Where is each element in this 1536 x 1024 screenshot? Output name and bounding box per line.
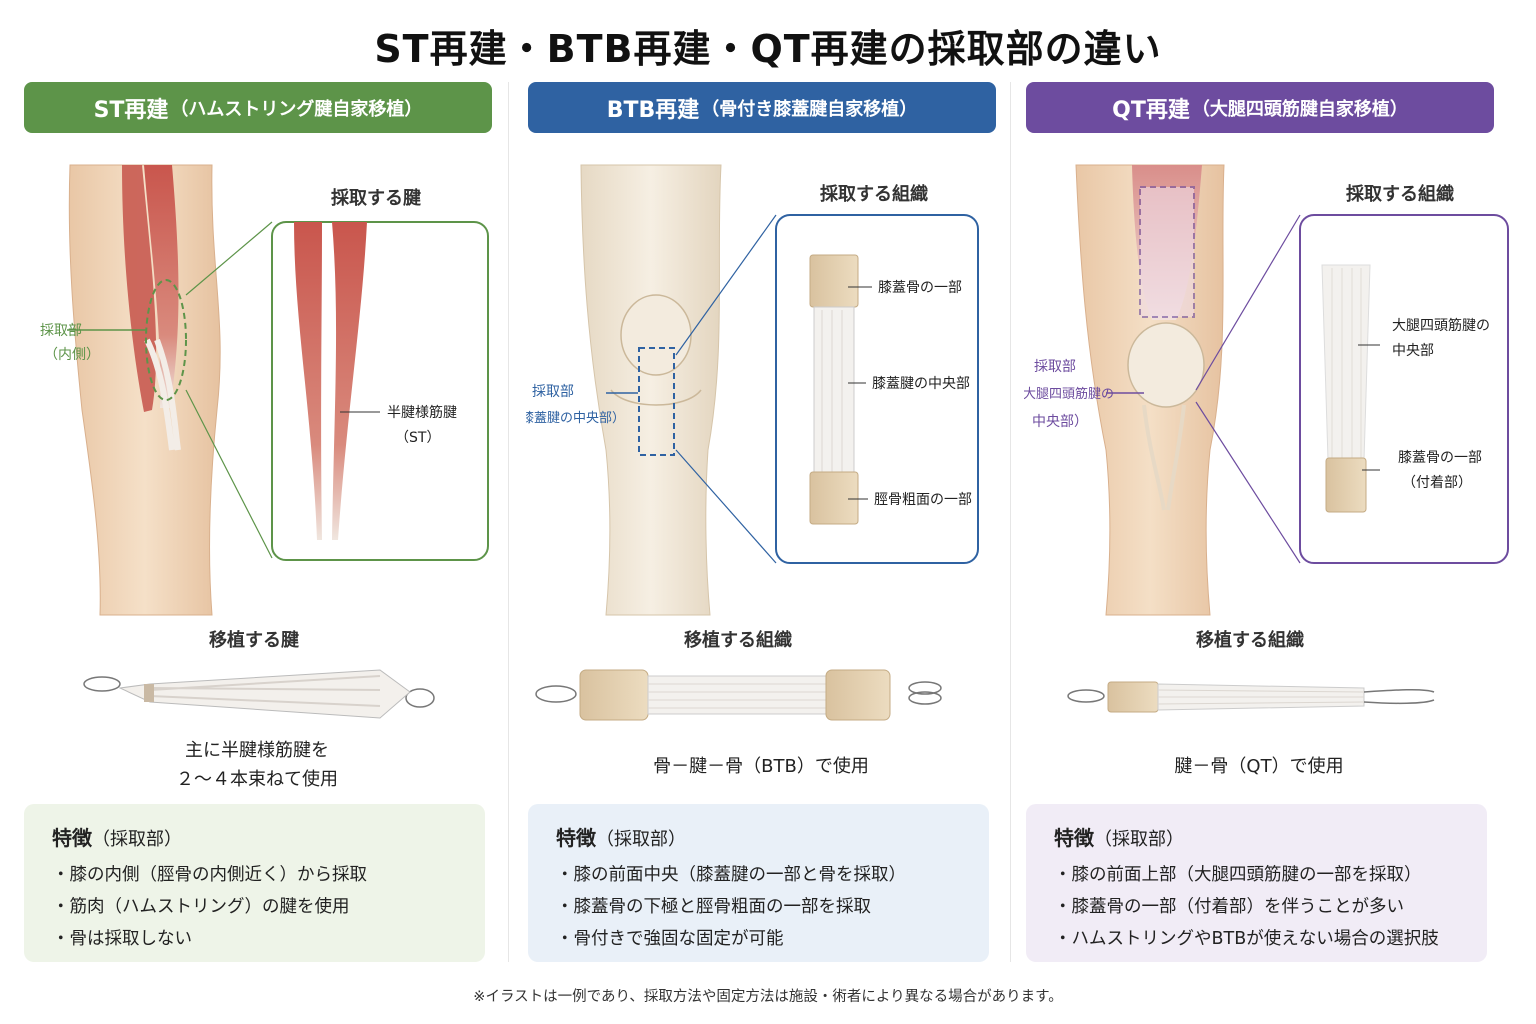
page-title: ST再建・BTB再建・QT再建の採取部の違い [374,27,1162,71]
btb-inset-label-patella: 膝蓋骨の一部 [878,280,962,296]
st-harvest-site-label: 採取部 （内側） [40,323,100,363]
btb-feature-item: ・骨付きで強固な固定が可能 [556,929,784,949]
btb-inset-label-tendon: 膝蓋腱の中央部 [872,376,970,392]
qt-features-box: 特徴（採取部） ・膝の前面上部（大腿四頭筋腱の一部を採取） ・膝蓋骨の一部（付着… [1026,804,1487,962]
st-graft-caption: 主に半腱様筋腱を ２〜４本束ねて使用 [27,736,487,794]
btb-header-subtitle: （骨付き膝蓋腱自家移植） [701,98,918,120]
qt-inset-label-attach: （付着部） [1402,475,1472,491]
btb-feature-item: ・膝蓋骨の下極と脛骨粗面の一部を採取 [556,897,871,917]
st-header-title: ST再建 [93,97,169,123]
btb-site-label-line1: 採取部 [532,384,574,400]
qt-feature-item: ・ハムストリングやBTBが使えない場合の選択肢 [1054,929,1439,949]
st-features-title: 特徴（採取部） [52,826,182,850]
btb-harvest-site-label: 採取部 （膝蓋腱の中央部） [526,384,625,426]
st-feature-item: ・骨は採取しない [52,929,192,949]
qt-graft-caption: 腱－骨（QT）で使用 [1029,752,1489,781]
btb-inset-label-tibia: 脛骨粗面の一部 [874,492,972,508]
st-feature-item: ・筋肉（ハムストリング）の腱を使用 [52,897,350,917]
qt-features-title: 特徴（採取部） [1054,826,1184,850]
column-divider [508,82,509,962]
st-caption-line2: ２〜４本束ねて使用 [176,769,338,790]
qt-column: QT再建 （大腿四頭筋腱自家移植） 採取部 （大腿四頭筋腱の 中央部） 大腿四頭… [1024,0,1514,1024]
qt-feature-item: ・膝の前面上部（大腿四頭筋腱の一部を採取） [1054,865,1422,885]
btb-site-label-line2: （膝蓋腱の中央部） [526,411,625,426]
qt-inset-label-patella: 膝蓋骨の一部 [1398,450,1482,466]
btb-feature-item: ・膝の前面中央（膝蓋腱の一部と骨を採取） [556,865,906,885]
st-site-label-line1: 採取部 [40,323,82,339]
btb-column: BTB再建 （骨付き膝蓋腱自家移植） 採取部 （膝蓋腱の中央部） 膝蓋骨の一部 … [526,0,1016,1024]
btb-knee-illustration: 採取部 （膝蓋腱の中央部） 膝蓋骨の一部 膝蓋腱の中央部 脛骨粗面の一部 [526,164,979,616]
btb-graft-title: 移植する組織 [684,630,792,651]
btb-inset-title: 採取する組織 [820,184,928,205]
qt-caption-line1: 腱－骨（QT）で使用 [1174,756,1344,777]
st-graft-title: 移植する腱 [209,630,299,651]
st-header: ST再建 （ハムストリング腱自家移植） [24,82,492,133]
btb-graft-illustration [535,669,942,721]
st-site-label-line2: （内側） [44,347,100,363]
btb-graft-caption: 骨－腱－骨（BTB）で使用 [531,752,991,781]
st-header-subtitle: （ハムストリング腱自家移植） [170,98,423,120]
qt-knee-illustration: 採取部 （大腿四頭筋腱の 中央部） 大腿四頭筋腱の 中央部 膝蓋骨の一部 （付着… [1024,164,1509,616]
qt-header-title: QT再建 [1112,97,1190,123]
qt-site-label-line1: 採取部 [1034,359,1076,375]
st-knee-illustration: 採取部 （内側） 半腱様筋腱 （ST） [40,164,489,616]
qt-inset-title: 採取する組織 [1346,184,1454,205]
footnote: ※イラストは一例であり、採取方法や固定方法は施設・術者により異なる場合があります… [473,989,1063,1005]
qt-site-label-line3: 中央部） [1032,414,1088,430]
st-column: ST再建 （ハムストリング腱自家移植） 採取部 （内側） 半腱様筋腱 （ST） … [22,0,512,1024]
st-inset-label-st: 半腱様筋腱 [387,404,457,421]
st-feature-item: ・膝の内側（脛骨の内側近く）から採取 [52,865,367,885]
column-divider [1010,82,1011,962]
st-inset-title: 採取する腱 [331,188,421,209]
st-inset-frame [271,221,489,561]
qt-graft-illustration [1067,681,1435,713]
btb-features-title: 特徴（採取部） [556,826,686,850]
st-graft-illustration [83,669,435,719]
qt-header: QT再建 （大腿四頭筋腱自家移植） [1026,82,1494,133]
qt-site-label-line2: （大腿四頭筋腱の [1024,386,1114,402]
btb-caption-line1: 骨－腱－骨（BTB）で使用 [653,756,869,777]
st-caption-line1: 主に半腱様筋腱を [185,740,329,761]
qt-inset-label-quad: 大腿四頭筋腱の [1392,317,1490,334]
qt-feature-item: ・膝蓋骨の一部（付着部）を伴うことが多い [1054,897,1404,917]
st-features-box: 特徴（採取部） ・膝の内側（脛骨の内側近く）から採取 ・筋肉（ハムストリング）の… [24,804,485,962]
qt-graft-title: 移植する組織 [1196,630,1304,651]
qt-harvest-site-label: 採取部 （大腿四頭筋腱の 中央部） [1024,359,1114,430]
btb-features-box: 特徴（採取部） ・膝の前面中央（膝蓋腱の一部と骨を採取） ・膝蓋骨の下極と脛骨粗… [528,804,989,962]
qt-header-subtitle: （大腿四頭筋腱自家移植） [1191,98,1408,120]
btb-header-title: BTB再建 [606,97,700,123]
qt-inset-label-center: 中央部 [1392,343,1434,359]
btb-header: BTB再建 （骨付き膝蓋腱自家移植） [528,82,996,133]
st-inset-label-abbr: （ST） [395,430,440,446]
